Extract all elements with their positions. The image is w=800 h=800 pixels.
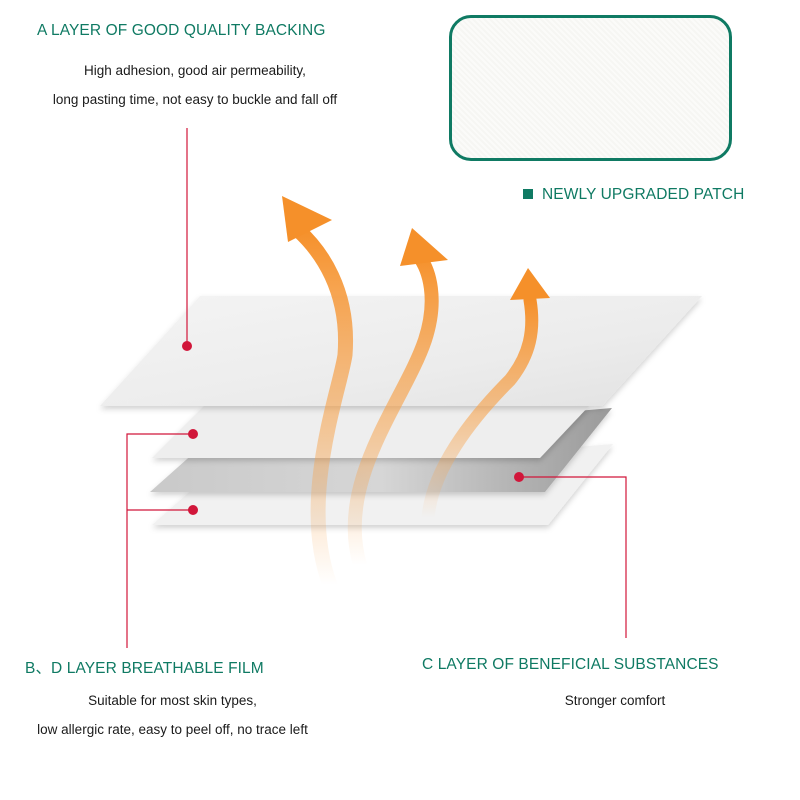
description-a-layer: High adhesion, good air permeability, lo… (0, 56, 390, 114)
marker-dot-a (182, 341, 192, 351)
description-c-line-1: Stronger comfort (564, 693, 666, 708)
description-bd-line-2: low allergic rate, easy to peel off, no … (37, 722, 308, 737)
layer-a-sheet (100, 296, 702, 406)
legend-square-icon (523, 189, 533, 199)
heat-arrow-left-icon (290, 222, 354, 593)
heading-bd-layer: B、D LAYER BREATHABLE FILM (25, 660, 264, 677)
description-a-line-1: High adhesion, good air permeability, (84, 63, 306, 78)
heading-c-layer: C LAYER OF BENEFICIAL SUBSTANCES (422, 656, 719, 673)
patch-sample (449, 15, 732, 161)
patch-legend-label: NEWLY UPGRADED PATCH (542, 186, 745, 203)
description-a-line-2: long pasting time, not easy to buckle an… (52, 92, 338, 107)
description-bd-line-1: Suitable for most skin types, (88, 693, 257, 708)
patch-legend: NEWLY UPGRADED PATCH (523, 186, 744, 204)
heat-arrow-right-icon (421, 293, 539, 525)
marker-dot-c (514, 472, 524, 482)
leader-line-bd (126, 433, 193, 648)
heat-arrow-left-head-icon (282, 196, 332, 242)
heat-arrows (282, 196, 550, 593)
heat-arrow-right-head-icon (510, 268, 550, 300)
leader-line-c (519, 476, 627, 638)
heat-arrow-middle-icon (347, 248, 439, 572)
description-bd-layer: Suitable for most skin types, low allerg… (0, 686, 345, 744)
description-c-layer: Stronger comfort (430, 686, 800, 715)
marker-dot-d (188, 505, 198, 515)
marker-dot-b (188, 429, 198, 439)
heading-a-layer: A LAYER OF GOOD QUALITY BACKING (37, 22, 326, 39)
heat-arrow-middle-head-icon (400, 228, 448, 266)
